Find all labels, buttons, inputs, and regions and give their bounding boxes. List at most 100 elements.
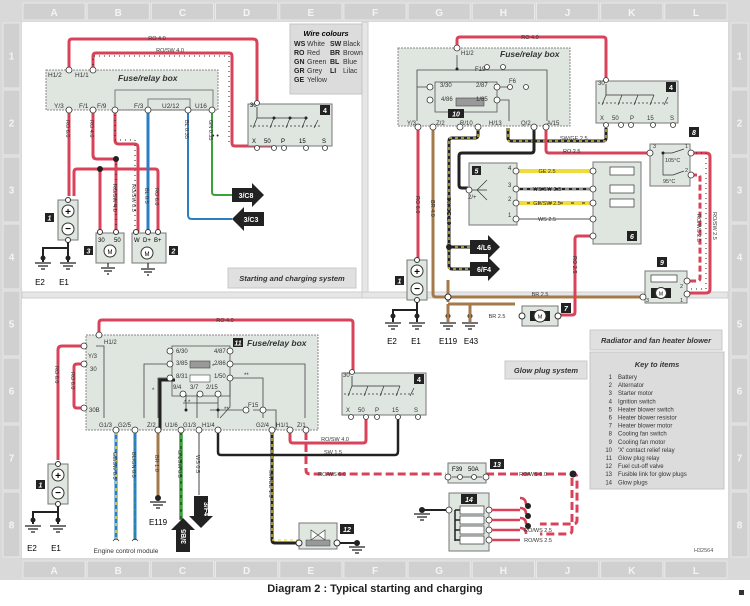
pin-label: 30 (598, 81, 605, 87)
pin-label: 3 (646, 298, 649, 304)
pin-label: S (322, 139, 326, 145)
key-item-number: 9 (609, 440, 613, 446)
grid-column-label: E (307, 8, 314, 19)
grid-column-tab (22, 560, 86, 579)
pin-label: H1/2 (461, 51, 474, 57)
key-item-label: Heater blower switch (618, 407, 674, 413)
svg-text:+: + (65, 207, 71, 218)
grid-row-tab (2, 223, 21, 290)
grid-row-tab (730, 156, 749, 223)
fusebox-title: Fuse/relay box (118, 73, 179, 83)
grid-column-label: H (500, 8, 507, 19)
pin-label: 2/+ (468, 195, 477, 201)
panel-title: Radiator and fan heater blower (601, 336, 712, 345)
connector-4-l6[interactable]: 4/L6 (470, 235, 500, 259)
pin-label: 30 (250, 103, 257, 109)
fusebox-title: Fuse/relay box (247, 338, 308, 348)
panel-title-starting: Starting and charging system (227, 267, 357, 289)
wire-label: RO 6.0 (153, 188, 159, 205)
wire-label: RO/SW 0.5 (130, 184, 136, 212)
battery: + − (406, 257, 428, 303)
wire-colour-code: SW (330, 41, 342, 48)
temp-label: 105°C (665, 158, 680, 164)
wire-label: RO 6.0 (69, 372, 75, 389)
wire-colour-name: White (307, 41, 325, 48)
pin-label: Z/2 (436, 121, 445, 127)
svg-text:−: − (55, 488, 61, 499)
grid-column-label: K (628, 566, 636, 577)
grid-column-tab (471, 2, 535, 21)
grid-column-label: D (243, 8, 250, 19)
panel-title-glow: Glow plug system (504, 360, 588, 380)
grid-column-label: C (179, 566, 186, 577)
pin-label: G1/3 (183, 423, 197, 429)
wire-label: SW/GE 1.5 (445, 197, 451, 225)
item-number: 4 (323, 108, 327, 115)
connector-3-f4[interactable]: 3/F4 (189, 496, 213, 528)
alternator: M W D+ B+ (131, 229, 167, 264)
item-number: 9 (660, 260, 664, 267)
pin-label: G2/5 (118, 423, 132, 429)
fuel-cutoff-valve: 12 (295, 522, 354, 550)
pin-label: Z/2 (147, 423, 156, 429)
wire-label: RO 4.0 (521, 35, 538, 41)
wire-label: RO/SW 2.5 (711, 212, 717, 240)
grid-column-tab (535, 560, 600, 579)
key-item-label: 'X' contact relief relay (618, 448, 675, 454)
grid-row-label: 2 (737, 119, 743, 130)
wire-label: RO/SW 4.0 (321, 437, 349, 443)
pin-label: Y/3 (407, 121, 417, 127)
wire-colour-code: RO (294, 50, 305, 57)
pin-label: U16 (195, 103, 207, 110)
pin-label: Q/2 (521, 121, 531, 127)
grid-column-label: F (372, 8, 378, 19)
wire-label: RO/SW 4.0 (156, 48, 184, 54)
grid-column-label: K (628, 8, 636, 19)
grid-column-tab (150, 2, 215, 21)
connector-3-b5[interactable]: 3/B5 (171, 518, 195, 552)
grid-row-label: 7 (9, 454, 15, 465)
ignition-switch: 4 30 X 50 P 15 S (341, 369, 427, 420)
wire-label: GN 0.35 (207, 120, 213, 140)
wire-colour-code: BL (330, 59, 340, 66)
grid-column-tab (22, 2, 86, 21)
wire-colour-name: Green (307, 59, 327, 66)
wire-colour-name: Blue (343, 59, 357, 66)
grid-column-label: B (115, 8, 122, 19)
grid-column-tab (150, 560, 215, 579)
grid-row-label: 5 (9, 320, 15, 331)
grid-column-label: C (179, 8, 186, 19)
wire-label: WS/SW 2.5 (533, 187, 561, 193)
item-number: 4 (417, 377, 421, 384)
pin-label: 3 (508, 183, 512, 189)
fusebox-title: Fuse/relay box (500, 49, 561, 59)
grid-row-tab (2, 491, 21, 558)
pin-label: 4/87 (214, 349, 226, 355)
glow-plugs: 14 (445, 492, 493, 552)
pin-label: F19 (475, 67, 486, 73)
pin-label: Y/3 (88, 354, 98, 360)
ignition-switch: 4 30 X 50 P 15 S (247, 100, 333, 151)
cooling-fan-switch: 8 3 1 2 105°C 95°C (646, 127, 699, 187)
connector-3-c8[interactable]: 3/C8 (232, 183, 264, 207)
pin-label: X (346, 408, 350, 414)
grid-column-tab (279, 2, 343, 21)
grid-row-label: 8 (9, 521, 15, 532)
wire-label: SW/GE 2.5 (560, 136, 588, 142)
pin-label: 15 (392, 408, 399, 414)
ground-label: E1 (411, 337, 421, 346)
key-item-number: 7 (609, 424, 613, 430)
grid-row-label: 4 (737, 253, 743, 264)
key-item-label: Glow plug relay (618, 456, 659, 462)
fusible-link: F39 50A 13 (444, 459, 504, 484)
pin-label: P (630, 116, 634, 122)
pin-label: 1 (680, 298, 683, 304)
grid-row-label: 4 (9, 253, 15, 264)
diagram-caption: Diagram 2 : Typical starting and chargin… (267, 583, 483, 595)
connector-3-c3[interactable]: 3/C3 (232, 207, 264, 231)
pin-label: 2/15 (206, 385, 218, 391)
item-number: 4 (669, 85, 673, 92)
connector-6-f4[interactable]: 6/F4 (470, 257, 500, 281)
